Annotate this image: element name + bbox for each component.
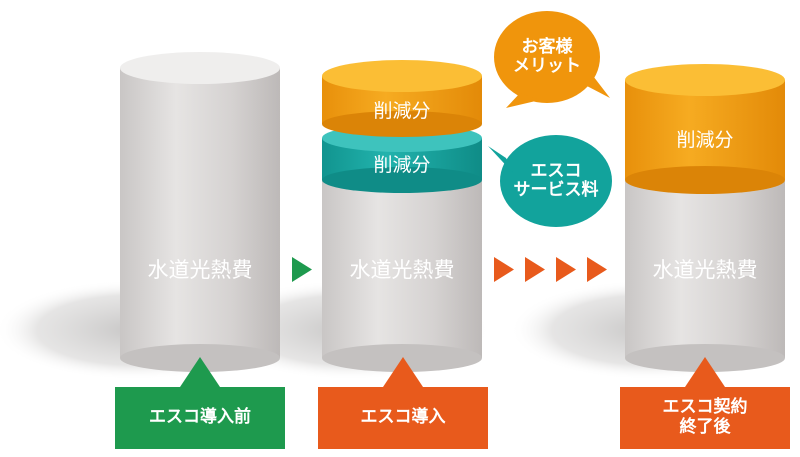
column-2-orange-layer bbox=[322, 60, 482, 137]
bubble-esco-service-fee bbox=[488, 135, 612, 227]
column-2-middle-label: 削減分 bbox=[373, 154, 431, 177]
column-3-orange-layer bbox=[625, 64, 785, 194]
stage-label-2: エスコ導入 bbox=[360, 407, 446, 428]
column-1-cylinder bbox=[120, 52, 280, 372]
column-3-top-label: 削減分 bbox=[676, 129, 734, 152]
stage-box-1 bbox=[115, 357, 285, 449]
arrow-right-orange-icon bbox=[494, 257, 607, 282]
stage-box-2 bbox=[318, 357, 488, 449]
bubble-customer-merit bbox=[494, 11, 610, 108]
stage-label-1: エスコ導入前 bbox=[149, 407, 251, 428]
column-2-body-label: 水道光熱費 bbox=[349, 257, 455, 282]
arrow-right-green-icon bbox=[292, 257, 312, 282]
column-1-body-label: 水道光熱費 bbox=[147, 257, 253, 282]
column-3-body-label: 水道光熱費 bbox=[652, 257, 758, 282]
stage-box-3 bbox=[620, 357, 790, 449]
bubble-customer-merit-text: お客様 メリット bbox=[513, 36, 581, 76]
bubble-esco-service-fee-text: エスコ サービス料 bbox=[513, 160, 599, 200]
column-2-top-label: 削減分 bbox=[373, 100, 431, 123]
stage-label-3: エスコ契約 終了後 bbox=[662, 397, 748, 437]
